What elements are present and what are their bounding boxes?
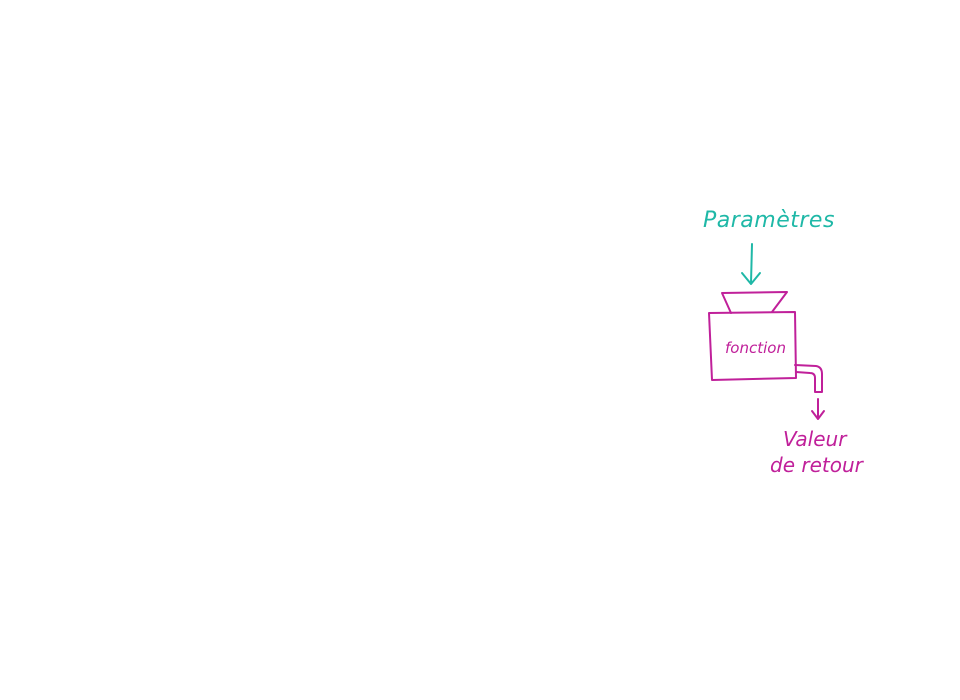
function-label: fonction: [725, 339, 786, 357]
return-value-label-line2: de retour: [770, 453, 865, 477]
input-funnel: [722, 292, 787, 313]
input-arrow: [742, 244, 760, 284]
output-pipe: [795, 365, 822, 392]
output-arrow: [812, 399, 824, 419]
return-value-label-line1: Valeur: [783, 427, 848, 451]
parameters-label: Paramètres: [703, 208, 835, 233]
